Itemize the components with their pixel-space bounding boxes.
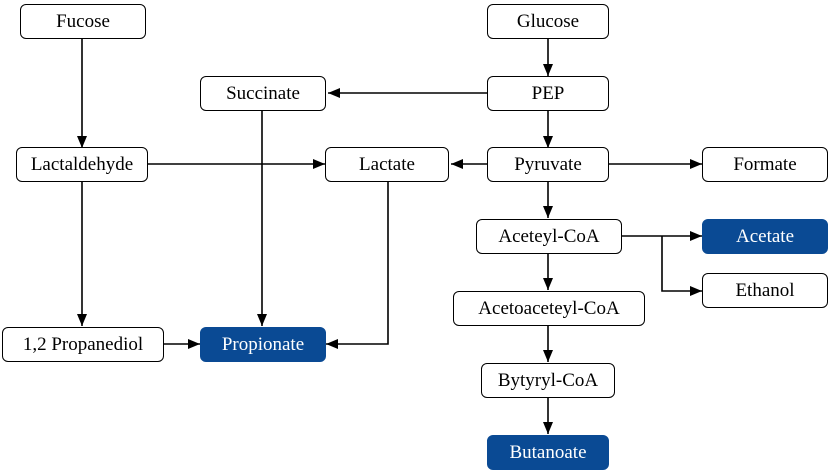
arrow-lactate-to-propionate	[326, 182, 389, 349]
node-propanediol: 1,2 Propanediol	[2, 327, 164, 362]
node-glucose: Glucose	[487, 4, 609, 39]
node-lactaldehyde: Lactaldehyde	[16, 147, 148, 182]
node-pep: PEP	[487, 76, 609, 111]
node-butyryl-coa: Bytyryl-CoA	[481, 363, 615, 398]
node-fucose: Fucose	[20, 4, 146, 39]
arrow-acetyl-coa-to-ethanol	[661, 236, 702, 296]
node-lactate: Lactate	[325, 147, 449, 182]
node-acetoacetyl-coa: Acetoaceteyl-CoA	[453, 291, 645, 326]
node-succinate: Succinate	[200, 76, 326, 111]
node-formate: Formate	[702, 147, 828, 182]
node-pyruvate: Pyruvate	[487, 147, 609, 182]
node-butanoate: Butanoate	[487, 435, 609, 470]
node-propionate: Propionate	[200, 327, 326, 362]
node-ethanol: Ethanol	[702, 273, 828, 308]
node-acetyl-coa: Aceteyl-CoA	[476, 219, 622, 254]
node-acetate: Acetate	[702, 219, 828, 254]
